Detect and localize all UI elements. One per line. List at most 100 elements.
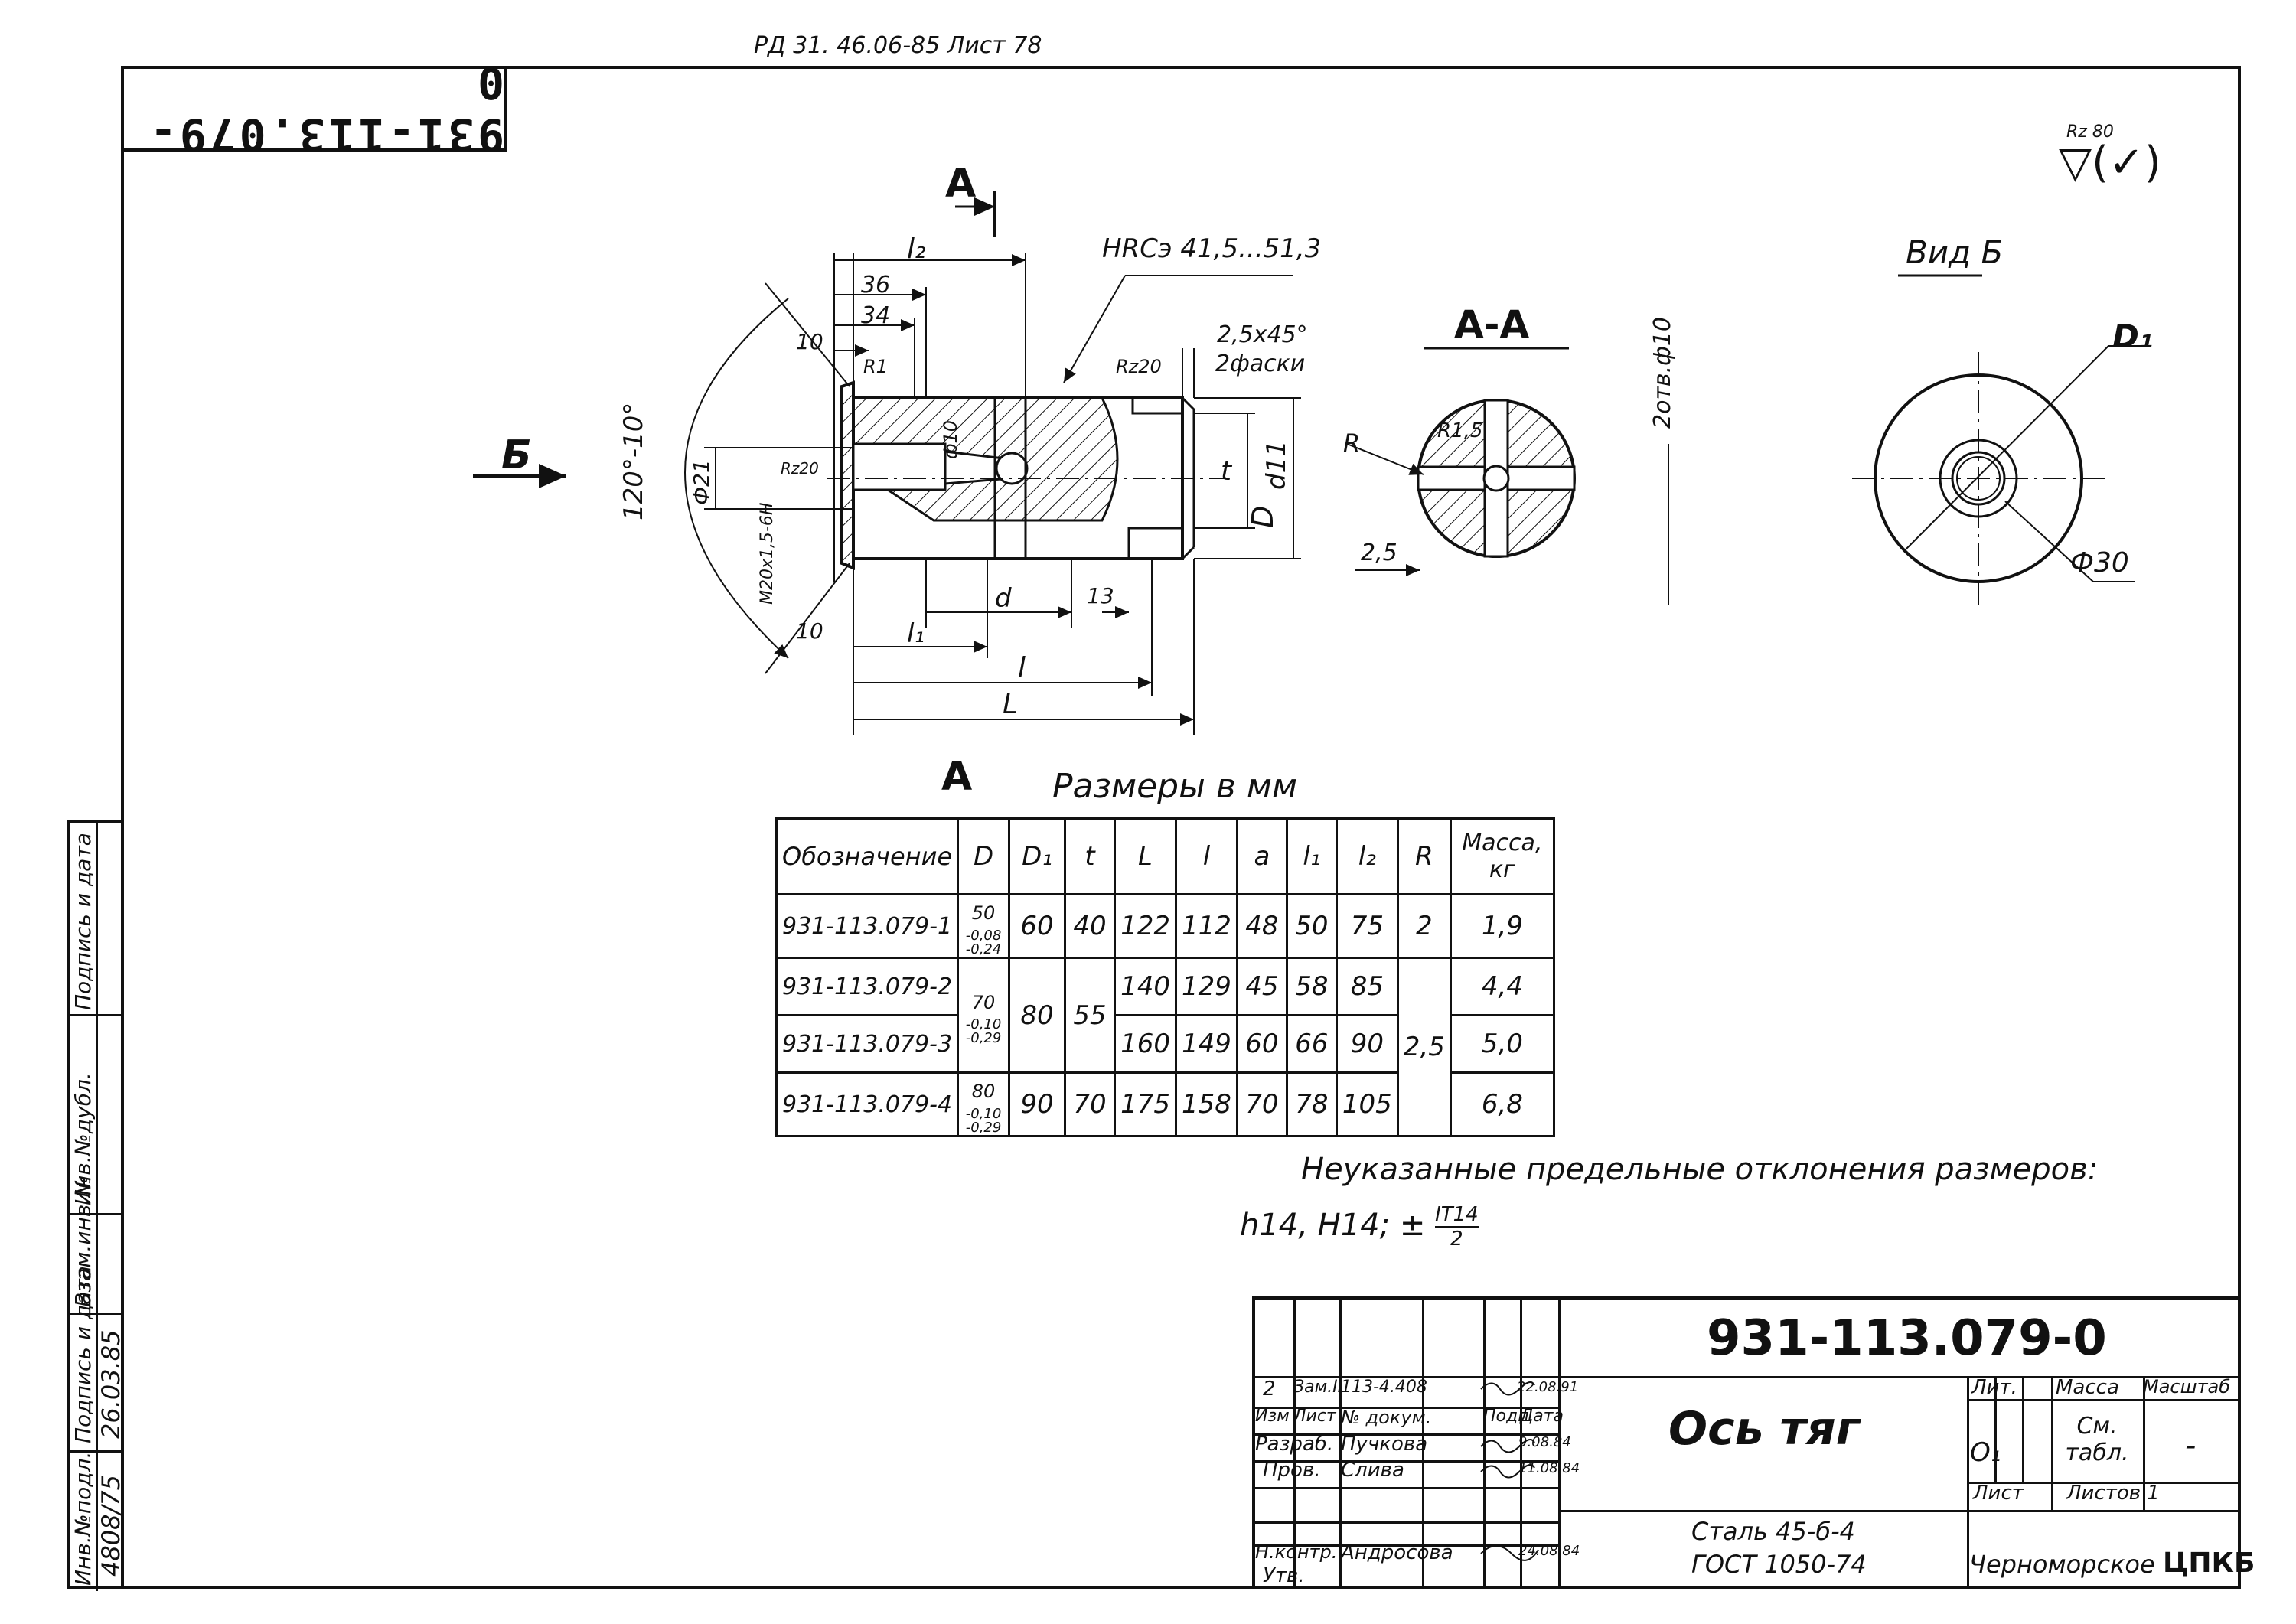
cell-l1: 66 xyxy=(1285,1014,1338,1074)
roughness-symbol: ▽(✓) xyxy=(2059,138,2161,188)
row-designation: 931-113.079-3 xyxy=(775,1014,960,1074)
dim-l2: l₂ xyxy=(907,233,926,265)
chamfer-note: 2фаски xyxy=(1215,351,1306,377)
roughness-rz20: Rz20 xyxy=(1116,356,1162,377)
label-D1: D₁ xyxy=(2112,318,2154,355)
header-cell: L xyxy=(1114,817,1177,895)
side-strip xyxy=(67,820,124,1591)
title-block xyxy=(1252,1296,2241,1589)
cell-D: 70-0,10-0,29 xyxy=(957,957,1011,1074)
cell-L: 140 xyxy=(1114,957,1177,1016)
header-cell: a xyxy=(1235,817,1288,895)
cell-l2: 75 xyxy=(1335,893,1399,959)
dim-phi10: ф10 xyxy=(940,419,961,459)
cell-R: 2,5 xyxy=(1396,957,1452,1137)
utv-role: Утв. xyxy=(1263,1564,1305,1587)
dim-r15: R1,5 xyxy=(1437,419,1483,442)
header-cell: D xyxy=(957,817,1011,895)
header-cell: l₂ xyxy=(1335,817,1399,895)
cell-a: 45 xyxy=(1235,957,1288,1016)
dimensions-table: Обозначение D D₁ t L l a l₁ l₂ R Масса, … xyxy=(775,817,1555,1137)
cell-l2: 85 xyxy=(1335,957,1399,1016)
strip-inv-value: 4808/75 xyxy=(96,1475,126,1577)
cell-l1: 50 xyxy=(1285,893,1338,959)
dim-D: D xyxy=(1246,505,1280,528)
prov-date: 11.08.84 xyxy=(1518,1460,1580,1476)
angle-label: 120°-10° xyxy=(618,402,649,520)
holes-note: 2отв.ф10 xyxy=(1649,317,1676,429)
razrab-role: Разраб. xyxy=(1255,1433,1334,1456)
cell-mass: 5,0 xyxy=(1449,1014,1555,1074)
header-cell: l xyxy=(1174,817,1238,895)
tb-material-2: ГОСТ 1050-74 xyxy=(1691,1550,1867,1579)
dim-10-top: 10 xyxy=(796,329,823,354)
tb-doc-number: 931-113.079-0 xyxy=(1707,1310,2107,1367)
view-b xyxy=(1852,274,2151,605)
strip-inv-podl: Инв.№подл. xyxy=(70,1451,96,1586)
cell-l1: 58 xyxy=(1285,957,1338,1016)
rev-izm: 2 xyxy=(1263,1378,1276,1401)
section-mark-top: А xyxy=(945,161,977,207)
col-sign: Подп. xyxy=(1483,1407,1534,1426)
cell-mass: 1,9 xyxy=(1449,893,1555,959)
section-mark-bottom: А xyxy=(941,754,973,800)
cell-l: 149 xyxy=(1174,1014,1238,1074)
row-designation: 931-113.079-2 xyxy=(775,957,960,1016)
cell-D1: 90 xyxy=(1008,1071,1067,1137)
dim-13: 13 xyxy=(1087,583,1114,608)
cell-mass: 6,8 xyxy=(1449,1071,1555,1137)
roughness-rz20-b: Rz20 xyxy=(781,459,819,478)
cell-L: 175 xyxy=(1114,1071,1177,1137)
table-header-row: Обозначение D D₁ t L l a l₁ l₂ R Масса, … xyxy=(775,817,1555,895)
axle-side-view xyxy=(827,380,1225,570)
cell-l: 112 xyxy=(1174,893,1238,959)
cell-t: 40 xyxy=(1064,893,1117,959)
table-row: 931-113.079-4 80-0,10-0,29 90 70 175 158… xyxy=(775,1071,1555,1137)
document-reference: РД 31. 46.06-85 Лист 78 xyxy=(754,32,1042,59)
cell-a: 60 xyxy=(1235,1014,1288,1074)
cell-L: 122 xyxy=(1114,893,1177,959)
dim-2-5: 2,5 xyxy=(1361,540,1397,566)
strip-podp-data-2: Подпись и дата xyxy=(70,1266,96,1443)
dim-d: d xyxy=(995,583,1012,614)
view-b-title: Вид Б xyxy=(1906,233,2004,271)
tb-scale-label: Масштаб xyxy=(2143,1376,2231,1397)
nkontr-name: Андросова xyxy=(1341,1541,1453,1564)
cell-l2: 105 xyxy=(1335,1071,1399,1137)
col-list: Лист xyxy=(1293,1407,1336,1426)
table-row: 931-113.079-2 70-0,10-0,29 80 55 140 129… xyxy=(775,957,1555,1137)
top-left-stamp: 931-113.079-0 xyxy=(121,57,507,161)
strip-podp-data-1: Подпись и дата xyxy=(70,833,96,1010)
tb-sheets-label: Листов 1 xyxy=(2066,1482,2160,1505)
dim-d11: d11 xyxy=(1261,440,1292,490)
cell-l1: 78 xyxy=(1285,1071,1338,1137)
label-R: R xyxy=(1343,429,1361,458)
cell-l: 129 xyxy=(1174,957,1238,1016)
note-tolerance-text: h14, H14; ± xyxy=(1240,1208,1426,1243)
rev-doc: 113-4.408 xyxy=(1341,1378,1427,1397)
row-designation: 931-113.079-1 xyxy=(775,893,960,959)
cell-l2: 90 xyxy=(1335,1014,1399,1074)
cell-L: 160 xyxy=(1114,1014,1177,1074)
cell-t: 55 xyxy=(1064,957,1117,1074)
tb-scale-value: - xyxy=(2185,1428,2197,1463)
section-title: А-А xyxy=(1454,302,1530,347)
razrab-date: 9.08.84 xyxy=(1518,1434,1571,1450)
table-row: 931-113.079-3 160 149 60 66 90 5,0 xyxy=(775,1014,1555,1074)
cell-mass: 4,4 xyxy=(1449,957,1555,1016)
table-title: Размеры в мм xyxy=(1052,767,1298,806)
cell-D: 50-0,08-0,24 xyxy=(957,893,1011,959)
row-designation: 931-113.079-4 xyxy=(775,1071,960,1137)
tb-lit-value: O₁ xyxy=(1970,1437,2001,1468)
view-mark: Б xyxy=(501,432,532,478)
col-izm: Изм xyxy=(1255,1407,1290,1426)
cell-D1: 60 xyxy=(1008,893,1067,959)
cell-a: 48 xyxy=(1235,893,1288,959)
tb-sheet-label: Лист xyxy=(1973,1482,2024,1505)
cell-a: 70 xyxy=(1235,1071,1288,1137)
col-doc: № докум. xyxy=(1341,1407,1432,1428)
hardness-label: HRCэ 41,5...51,3 xyxy=(1102,233,1322,264)
note-line2: h14, H14; ± IT14 2 xyxy=(1240,1203,1479,1251)
razrab-name: Пучкова xyxy=(1341,1433,1428,1456)
cell-D: 80-0,10-0,29 xyxy=(957,1071,1011,1137)
